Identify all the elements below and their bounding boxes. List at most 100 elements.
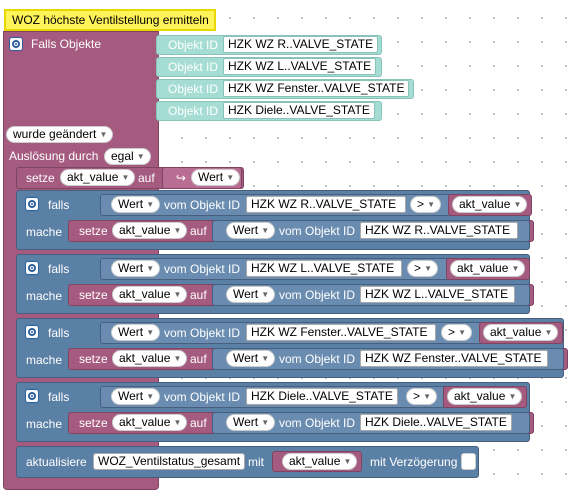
- set-wert-dropdown[interactable]: Wert ▼: [226, 222, 276, 239]
- update-mit-label: mit: [248, 455, 264, 469]
- object-id-field[interactable]: HZK Diele..VALVE_STATE: [223, 102, 375, 119]
- set-wert-dropdown[interactable]: Wert ▼: [226, 286, 276, 303]
- chevron-down-icon: ▼: [226, 173, 235, 182]
- compare-var-dropdown[interactable]: akt_value ▼: [450, 260, 526, 277]
- set-var-dropdown[interactable]: akt_value ▼: [112, 350, 188, 367]
- mache-label: mache: [26, 353, 63, 367]
- gear-icon[interactable]: [25, 325, 39, 339]
- gear-icon[interactable]: [25, 197, 39, 211]
- trigger-by-dropdown[interactable]: egal ▼: [104, 148, 151, 165]
- chevron-down-icon: ▼: [146, 328, 155, 337]
- gear-icon[interactable]: [9, 37, 23, 51]
- falls-label: falls: [48, 198, 70, 212]
- wert-label: Wert: [118, 197, 144, 211]
- wert-label: Wert: [118, 389, 144, 403]
- object-id-field[interactable]: HZK WZ L..VALVE_STATE: [223, 58, 377, 75]
- set-wert-dropdown[interactable]: Wert ▼: [226, 414, 276, 431]
- value-label: Wert: [198, 170, 224, 184]
- vom-objekt-label: vom Objekt ID: [164, 262, 241, 276]
- chevron-down-icon: ▼: [173, 226, 182, 235]
- vom-objekt-label: vom Objekt ID: [164, 326, 241, 340]
- chevron-down-icon: ▼: [99, 130, 108, 139]
- falls-label: falls: [48, 390, 70, 404]
- falls-label: falls: [48, 262, 70, 276]
- if-object-field[interactable]: HZK WZ Fenster..VALVE_STATE: [246, 324, 436, 341]
- set-wert-label: Wert: [233, 351, 259, 365]
- set-wert-label: Wert: [233, 223, 259, 237]
- wert-dropdown[interactable]: Wert ▼: [111, 388, 161, 405]
- chevron-down-icon: ▼: [146, 200, 155, 209]
- set-var-label: akt_value: [119, 287, 171, 301]
- chevron-down-icon: ▼: [427, 200, 436, 209]
- operator-dropdown[interactable]: > ▼: [406, 388, 438, 405]
- compare-var-label: akt_value: [454, 389, 506, 403]
- chevron-down-icon: ▼: [261, 354, 270, 363]
- operator-dropdown[interactable]: > ▼: [410, 196, 442, 213]
- set-var-dropdown[interactable]: akt_value ▼: [112, 414, 188, 431]
- set-var-label: akt_value: [119, 415, 171, 429]
- compare-var-label: akt_value: [457, 261, 509, 275]
- auf-label: auf: [190, 352, 207, 366]
- chevron-down-icon: ▼: [511, 264, 520, 273]
- wert-dropdown[interactable]: Wert ▼: [111, 324, 161, 341]
- set-object-field[interactable]: HZK WZ R..VALVE_STATE: [360, 222, 518, 239]
- update-var-dropdown[interactable]: akt_value ▼: [282, 453, 358, 470]
- auf-label: auf: [190, 416, 207, 430]
- setze-label: setze: [79, 288, 108, 302]
- trigger-by-label: Auslösung durch: [9, 149, 99, 163]
- compare-var-dropdown[interactable]: akt_value ▼: [483, 324, 559, 341]
- compare-var-dropdown[interactable]: akt_value ▼: [447, 388, 523, 405]
- set-vom-objekt-label: vom Objekt ID: [279, 224, 356, 238]
- setze-label: setze: [79, 224, 108, 238]
- vom-objekt-label: vom Objekt ID: [164, 198, 241, 212]
- set-wert-dropdown[interactable]: Wert ▼: [226, 350, 276, 367]
- set-object-field[interactable]: HZK Diele..VALVE_STATE: [360, 414, 512, 431]
- set-wert-label: Wert: [233, 415, 259, 429]
- wert-dropdown[interactable]: Wert ▼: [111, 196, 161, 213]
- auf-label: auf: [138, 171, 155, 185]
- chevron-down-icon: ▼: [458, 328, 467, 337]
- set-object-field[interactable]: HZK WZ L..VALVE_STATE: [360, 286, 515, 303]
- set-vom-objekt-label: vom Objekt ID: [279, 352, 356, 366]
- gear-icon[interactable]: [25, 389, 39, 403]
- operator-dropdown[interactable]: > ▼: [407, 260, 439, 277]
- trigger-by-value: egal: [111, 149, 134, 163]
- wert-dropdown[interactable]: Wert ▼: [111, 260, 161, 277]
- chevron-down-icon: ▼: [261, 290, 270, 299]
- if-object-field[interactable]: HZK WZ R..VALVE_STATE: [246, 196, 406, 213]
- set-wert-label: Wert: [233, 287, 259, 301]
- changed-dropdown[interactable]: wurde geändert ▼: [6, 126, 114, 143]
- object-id-field[interactable]: HZK WZ Fenster..VALVE_STATE: [223, 80, 410, 97]
- update-target-field[interactable]: WOZ_Ventilstatus_gesamt: [93, 453, 246, 470]
- if-object-field[interactable]: HZK Diele..VALVE_STATE: [246, 388, 398, 405]
- comment-block[interactable]: WOZ höchste Ventilstellung ermitteln: [4, 9, 216, 31]
- object-id-label: Objekt ID: [168, 60, 219, 74]
- compare-var-label: akt_value: [490, 325, 542, 339]
- vom-objekt-label: vom Objekt ID: [164, 390, 241, 404]
- auf-label: auf: [190, 288, 207, 302]
- compare-var-dropdown[interactable]: akt_value ▼: [452, 196, 528, 213]
- gear-icon[interactable]: [25, 261, 39, 275]
- chevron-down-icon: ▼: [121, 173, 130, 182]
- if-object-field[interactable]: HZK WZ L..VALVE_STATE: [246, 260, 402, 277]
- object-id-label: Objekt ID: [168, 104, 219, 118]
- var-label: akt_value: [67, 170, 119, 184]
- value-dropdown[interactable]: Wert ▼: [191, 169, 241, 186]
- chevron-down-icon: ▼: [424, 264, 433, 273]
- delay-checkbox[interactable]: [461, 453, 476, 470]
- chevron-down-icon: ▼: [544, 328, 553, 337]
- chevron-down-icon: ▼: [261, 418, 270, 427]
- var-dropdown[interactable]: akt_value ▼: [60, 169, 136, 186]
- set-vom-objekt-label: vom Objekt ID: [279, 288, 356, 302]
- update-label: aktualisiere: [26, 455, 87, 469]
- set-var-dropdown[interactable]: akt_value ▼: [112, 286, 188, 303]
- object-id-field[interactable]: HZK WZ R..VALVE_STATE: [223, 36, 379, 53]
- setze-label: setze: [79, 352, 108, 366]
- operator-dropdown[interactable]: > ▼: [441, 324, 473, 341]
- set-var-dropdown[interactable]: akt_value ▼: [112, 222, 188, 239]
- set-object-field[interactable]: HZK WZ Fenster..VALVE_STATE: [360, 350, 548, 367]
- chevron-down-icon: ▼: [261, 226, 270, 235]
- wert-label: Wert: [118, 325, 144, 339]
- chevron-down-icon: ▼: [146, 392, 155, 401]
- operator-label: >: [413, 389, 421, 403]
